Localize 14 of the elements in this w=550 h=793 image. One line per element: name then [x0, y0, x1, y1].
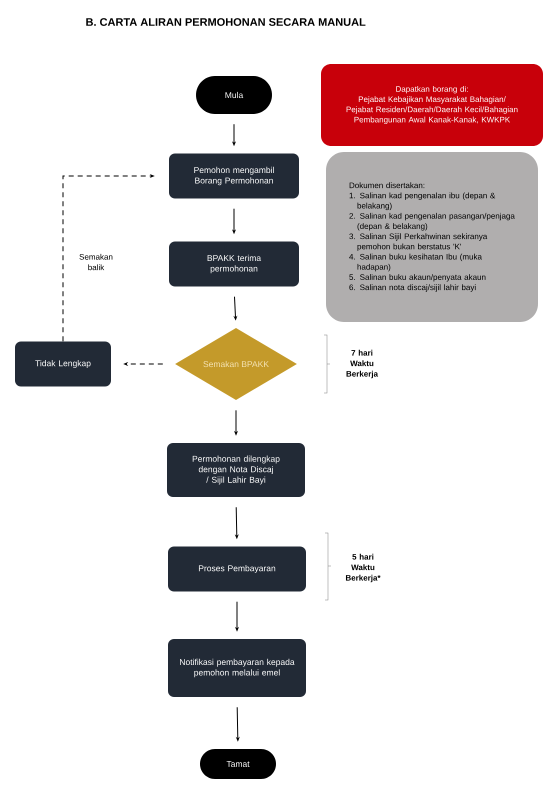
- process-box: Notifikasi pembayaran kepada pemohon melalui emel: [168, 639, 306, 697]
- duration-note: 5 hari Waktu Berkerja*: [346, 554, 381, 582]
- terminal-pill: Mula: [196, 76, 272, 114]
- process-box: Proses Pembayaran: [168, 546, 306, 592]
- terminal-pill: Tamat: [200, 749, 276, 779]
- process-box: Permohonan dilengkap dengan Nota Discaj / Sijil Lahir Bayi: [167, 443, 305, 497]
- process-box: Pemohon mengambil Borang Permohonan: [169, 154, 299, 198]
- duration-note: 7 hari Waktu Berkerja: [346, 350, 378, 378]
- process-box: Tidak Lengkap: [15, 342, 111, 386]
- document-list-box: Dokumen disertakan: 1. Salinan kad pengenalan ibu (depan & belakang) 2. Salinan kad pengenalan pasangan/penjaga (depan & belakang) 3. Salinan Sijil Perkahwinan sekiranya pemohon bukan berstatus 'K' 4. Salinan buku kesihatan Ibu (muka hadapan) 5. Salinan buku akaun/penyata akaun 6. Salinan nota discaj/sijil lahir bayi: [326, 152, 538, 322]
- process-box: BPAKK terima permohonan: [169, 242, 299, 286]
- info-box: Dapatkan borang di: Pejabat Kebajikan Masyarakat Bahagian/ Pejabat Residen/Daerah/Daerah Kecil/Bahagian Pembangunan Awal Kanak-Kanak, KWKPK: [321, 64, 543, 146]
- edge-label: Semakan balik: [73, 252, 119, 272]
- title: B. CARTA ALIRAN PERMOHONAN SECARA MANUAL: [86, 18, 366, 26]
